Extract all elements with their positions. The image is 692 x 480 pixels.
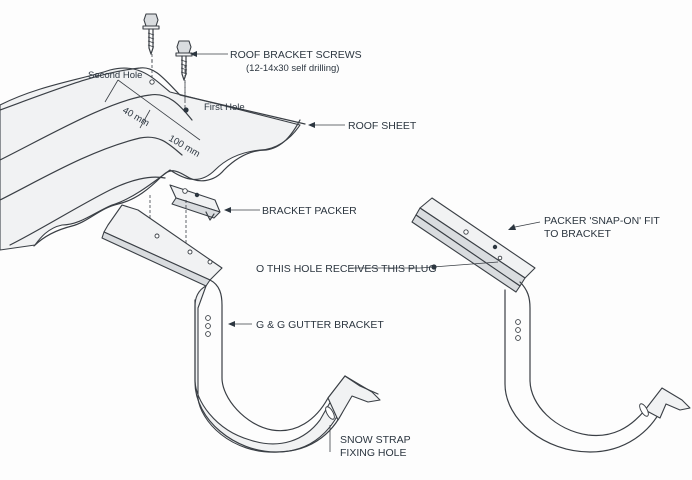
- label-gutter-bracket: G & G GUTTER BRACKET: [256, 319, 384, 331]
- label-snow-strap: SNOW STRAP: [340, 434, 411, 446]
- bracket-packer: [169, 184, 221, 221]
- gutter-bracket-left: [101, 204, 381, 453]
- leader-lines: [190, 51, 541, 452]
- label-first-hole: First Hole: [204, 102, 245, 113]
- roof-bracket-screw-right: [175, 40, 193, 81]
- label-screw-spec: (12-14x30 self drilling): [246, 63, 339, 74]
- gutter-bracket-right: [411, 197, 691, 453]
- label-roof-bracket-screws: ROOF BRACKET SCREWS: [230, 49, 362, 61]
- label-roof-sheet: ROOF SHEET: [348, 120, 417, 132]
- label-packer-snap-on: PACKER 'SNAP-ON' FIT: [544, 215, 660, 227]
- label-bracket-packer: BRACKET PACKER: [262, 205, 357, 217]
- label-second-hole: Second Hole: [88, 70, 142, 81]
- roof-bracket-screw-left: [142, 13, 160, 55]
- plug-marker-icon: [431, 264, 437, 270]
- label-fixing-hole: FIXING HOLE: [340, 447, 407, 459]
- roof-sheet: [0, 60, 306, 251]
- label-to-bracket: TO BRACKET: [544, 228, 611, 240]
- label-hole-receives-plug: O THIS HOLE RECEIVES THIS PLUG: [256, 263, 437, 275]
